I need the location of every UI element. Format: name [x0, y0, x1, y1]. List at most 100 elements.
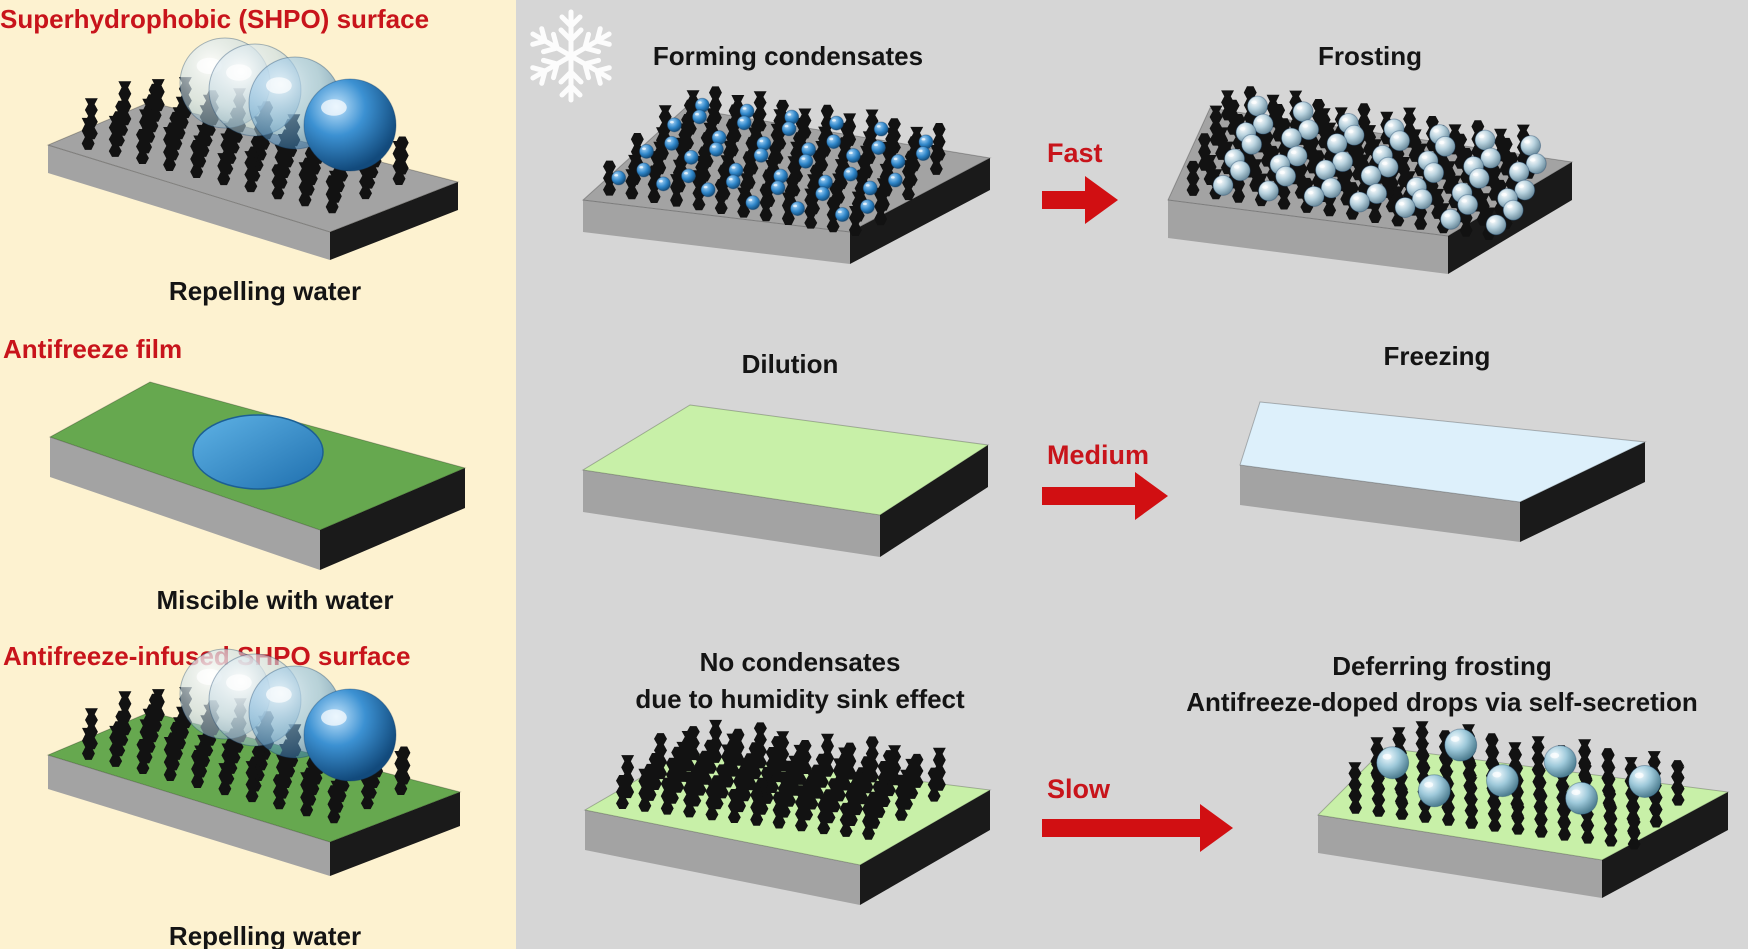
deferred-pillar: [1534, 795, 1548, 838]
condensate-pillar: [874, 187, 888, 226]
humidity-sink-block: [583, 719, 992, 905]
humidity-sink-pillar: [638, 768, 652, 812]
frost-droplet-highlight: [1353, 196, 1359, 200]
condensate-droplet: [680, 168, 696, 184]
condensate-droplet-highlight: [669, 120, 674, 124]
shpo-pillar: [271, 164, 285, 200]
antifreeze-film-title: Antifreeze film: [3, 334, 182, 364]
frost-droplet-highlight: [1444, 213, 1450, 218]
rolling-water-droplet-highlight: [266, 686, 292, 703]
deferred-pillar: [1671, 766, 1685, 806]
frost-droplet-highlight: [1302, 124, 1308, 128]
condensate-droplet: [798, 153, 814, 169]
frost-droplet-highlight: [1512, 166, 1519, 171]
condensate-droplet: [781, 121, 797, 137]
humidity-sink-block-side-face: [860, 790, 990, 905]
condensate-droplet-highlight: [759, 139, 764, 143]
deferred-pillar: [1395, 786, 1409, 820]
condensate-droplet: [915, 146, 931, 162]
frost-droplet-highlight: [1410, 181, 1416, 186]
antifreeze-doped-droplet: [1417, 774, 1451, 808]
condensate-droplet-highlight: [739, 118, 744, 122]
frost-droplet-highlight: [1330, 138, 1337, 142]
frost-droplet-highlight: [1296, 106, 1303, 110]
condensate-droplet-highlight: [865, 184, 870, 187]
antifreeze-doped-droplet-highlight: [1450, 736, 1460, 742]
dilution-block: [581, 404, 990, 557]
condensate-droplet-highlight: [893, 157, 898, 161]
dilution-block-top-face: [581, 404, 990, 516]
frost-droplet: [1229, 160, 1251, 182]
frost-droplet-highlight: [1484, 152, 1490, 157]
condensate-droplet-highlight: [639, 165, 644, 169]
infused-pillar: [245, 761, 259, 803]
antifreeze-doped-droplet: [1543, 745, 1577, 779]
shpo-pillar: [190, 140, 204, 178]
freezing-block-side-face: [1520, 442, 1645, 542]
condensate-pillar: [737, 187, 751, 218]
infused-shpo-caption: Repelling water: [169, 921, 361, 949]
humidity-sink-pillar: [705, 780, 719, 821]
condensate-droplet: [828, 115, 844, 131]
condensate-droplet: [666, 117, 682, 133]
frost-droplet-highlight: [1518, 184, 1525, 189]
condensate-droplet: [708, 141, 724, 157]
deferred-pillar: [1488, 792, 1502, 832]
dilution-block-front-face: [583, 470, 880, 557]
condensate-droplet-highlight: [862, 202, 867, 206]
condensate-droplet: [638, 143, 654, 159]
condensate-droplet-highlight: [921, 137, 926, 141]
deferred-pillar: [1649, 791, 1663, 828]
frost-droplet-highlight: [1279, 170, 1285, 175]
frosting-label: Frosting: [1318, 41, 1422, 71]
antifreeze-doped-droplet-highlight: [1382, 753, 1392, 760]
shpo-surface-block-side-face: [330, 182, 458, 260]
shpo-pillar: [136, 129, 149, 164]
condensate-droplet: [700, 182, 716, 198]
frost-droplet-highlight: [1342, 117, 1348, 122]
frost-droplet-highlight: [1387, 123, 1394, 128]
frost-droplet-highlight: [1233, 165, 1240, 169]
humidity-sink-pillar: [750, 782, 764, 826]
condensate-droplet-highlight: [829, 137, 834, 141]
condensate-droplet: [790, 201, 806, 217]
infused-pillar: [109, 725, 123, 767]
humidity-sink-pillar: [839, 802, 853, 837]
rolling-water-droplet: [303, 688, 397, 782]
antifreeze-doped-droplet: [1486, 764, 1519, 798]
frost-droplet: [1326, 133, 1348, 155]
frost-droplet-highlight: [1262, 185, 1268, 189]
humidity-sink-pillar: [727, 789, 741, 823]
condensate-block-side-face: [850, 158, 990, 264]
spreading-water-film: [192, 414, 324, 490]
condensate-droplet-highlight: [918, 149, 923, 153]
frost-droplet: [1485, 214, 1507, 236]
condensate-droplet-highlight: [821, 178, 825, 181]
infused-pillar: [394, 751, 408, 795]
condensate-pillar: [647, 165, 661, 203]
condensate-droplet-highlight: [890, 176, 895, 179]
infused-pillar: [327, 785, 341, 824]
humidity-sink-label: due to humidity sink effect: [635, 684, 965, 714]
frost-droplet-highlight: [1381, 161, 1388, 166]
shpo-surface-caption: Repelling water: [169, 276, 361, 306]
frost-droplet: [1247, 95, 1269, 117]
condensate-pillar: [929, 144, 943, 175]
frost-droplet-highlight: [1438, 140, 1445, 145]
antifreeze-film-block-front-face: [50, 437, 320, 570]
deferred-frosting-block: [1316, 721, 1730, 898]
frost-droplet: [1440, 208, 1462, 230]
condensate-droplet-highlight: [742, 107, 747, 110]
self-secretion-label: Antifreeze-doped drops via self-secretio…: [1186, 687, 1697, 717]
frost-droplet-highlight: [1364, 169, 1371, 174]
deferred-pillar: [1372, 777, 1386, 817]
condensate-pillar: [781, 192, 795, 225]
humidity-sink-pillar: [817, 794, 831, 835]
frosting-pillar: [1186, 160, 1200, 196]
condensate-droplet: [815, 186, 831, 202]
condensate-pillar: [759, 183, 773, 222]
frost-droplet: [1315, 159, 1337, 181]
antifreeze-film-caption: Miscible with water: [157, 585, 394, 615]
deferred-frosting-block-front-face: [1318, 815, 1602, 898]
